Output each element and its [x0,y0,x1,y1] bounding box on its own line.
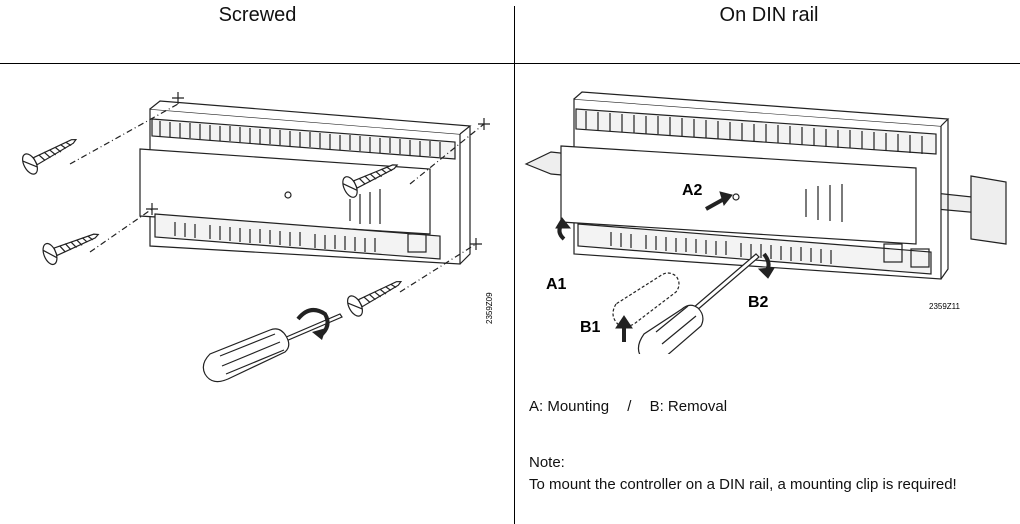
mounting-caption: A: Mounting / B: Removal [529,398,727,415]
controller-housing [560,91,950,280]
label-a2: A2 [682,182,703,199]
din-rail-mounting-illustration: A2 A1 B2 B1 2359Z11 [524,91,1007,354]
screwed-mounting-illustration: 2359Z09 [22,92,494,383]
screws [22,138,403,317]
caption-mounting: A: Mounting [529,398,610,415]
din-rail-heading: On DIN rail [719,4,819,26]
caption-removal: B: Removal [649,398,728,415]
screwed-heading: Screwed [218,4,297,26]
note-title: Note: [529,454,565,471]
figure-code-right: 2359Z11 [929,302,961,311]
motion-arrows [555,191,775,342]
screwdriver [612,253,760,354]
label-b2: B2 [748,294,769,311]
header-divider [0,63,1020,64]
caption-separator: / [627,398,632,415]
screwdriver [202,313,343,383]
column-divider [514,6,515,524]
label-b1: B1 [580,319,601,336]
label-a1: A1 [546,276,567,293]
controller-housing [139,100,472,265]
note-text: To mount the controller on a DIN rail, a… [529,476,957,493]
figure-code-left: 2359Z09 [485,292,494,324]
